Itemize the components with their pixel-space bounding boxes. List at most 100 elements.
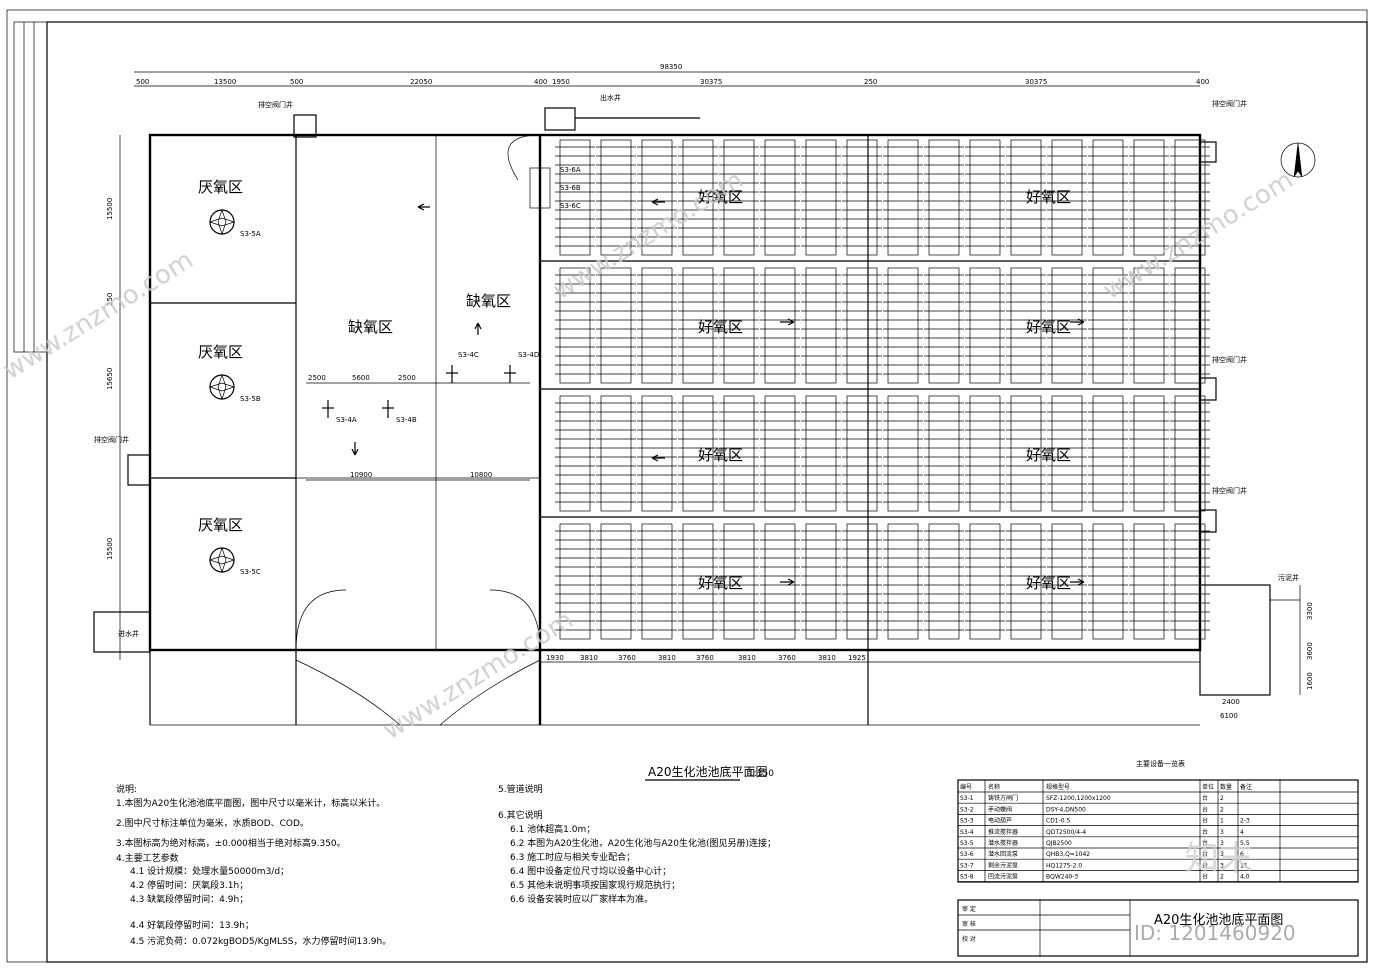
table-cell: CD1-0.5	[1046, 818, 1071, 825]
diffuser-frame	[887, 267, 919, 384]
svg-text:S3-4D: S3-4D	[518, 351, 539, 359]
diffuser-frame	[846, 267, 878, 384]
zone-label-aerobic-3: 好氧区	[698, 318, 743, 336]
svg-text:S3-4A: S3-4A	[336, 416, 357, 424]
diffuser-frame	[1174, 395, 1206, 512]
svg-text:污泥井: 污泥井	[1278, 573, 1299, 582]
diffuser-frame	[1133, 139, 1165, 256]
svg-text:S3-4C: S3-4C	[458, 351, 479, 359]
diffuser-frame	[559, 395, 591, 512]
diffuser-frame	[887, 139, 919, 256]
diffuser-frame	[887, 523, 919, 640]
watermark-brand-logo: 知末	[1185, 839, 1253, 879]
svg-text:排空阀门井: 排空阀门井	[1212, 355, 1247, 364]
svg-text:15650: 15650	[106, 368, 114, 390]
svg-text:4.3 缺氧段停留时间：4.9h；: 4.3 缺氧段停留时间：4.9h；	[130, 893, 248, 905]
svg-text:S3-5C: S3-5C	[240, 568, 261, 576]
diffuser-frame	[1092, 395, 1124, 512]
table-cell: 回流污泥泵	[988, 873, 1018, 881]
watermark-site-3: www.znzmo.com	[1098, 165, 1299, 306]
diffuser-frame	[969, 523, 1001, 640]
diffuser-frame	[559, 523, 591, 640]
svg-text:4.主要工艺参数: 4.主要工艺参数	[116, 852, 179, 864]
notes-heading: 说明:	[116, 783, 137, 795]
svg-text:编号: 编号	[960, 783, 972, 791]
diffuser-frame	[641, 267, 673, 384]
svg-text:备注: 备注	[1240, 783, 1252, 791]
drawing-title-block: A20生化池池底平面图 1:150	[645, 764, 774, 781]
aerobic-bottom-dimensions: 1930 3810 3760 3810 3760 3810 3760 3810 …	[540, 654, 1200, 663]
table-cell: 剩余污泥泵	[988, 861, 1018, 869]
svg-text:3760: 3760	[618, 654, 636, 662]
drain-well-right-mid: 排空阀门井	[1199, 355, 1247, 401]
diffuser-frame	[1010, 395, 1042, 512]
drain-well-right-bottom: 排空阀门井	[1199, 486, 1247, 533]
zone-label-aerobic-1: 好氧区	[698, 188, 743, 206]
svg-text:3810: 3810	[658, 654, 676, 662]
svg-text:500: 500	[290, 78, 303, 86]
diffuser-frame	[764, 523, 796, 640]
svg-text:6.3 施工时应与相关专业配合；: 6.3 施工时应与相关专业配合；	[510, 851, 635, 863]
drain-well-top-left: 排空阀门井	[258, 100, 317, 138]
svg-text:6.其它说明: 6.其它说明	[498, 809, 543, 821]
table-cell: S3-8	[960, 874, 974, 881]
equipment-table-title: 主要设备一览表	[1136, 759, 1185, 768]
title-block: 审 定 审 核 校 对 A20生化池池底平面图	[957, 899, 1359, 957]
table-cell: 台	[1202, 873, 1208, 881]
total-width-dim: 98350	[660, 63, 682, 71]
diffuser-frame	[928, 267, 960, 384]
diffuser-frame	[600, 139, 632, 256]
diffuser-frame	[805, 523, 837, 640]
drawing-scale: 1:150	[748, 769, 774, 779]
svg-text:3600: 3600	[1306, 642, 1314, 660]
flow-arrows	[351, 198, 1085, 586]
diffuser-frame	[887, 395, 919, 512]
table-cell: 3	[1220, 862, 1224, 869]
svg-text:出水井: 出水井	[600, 93, 621, 102]
svg-text:1950: 1950	[552, 78, 570, 86]
svg-text:规格型号: 规格型号	[1046, 783, 1070, 791]
diffuser-frame	[764, 139, 796, 256]
table-cell: 3	[1220, 840, 1224, 847]
zone-label-anaerobic-2: 厌氧区	[198, 343, 243, 361]
table-cell: 2	[1220, 806, 1224, 813]
diffuser-frame	[600, 267, 632, 384]
table-cell: 4,0	[1240, 874, 1250, 881]
drain-well-right-top: 排空阀门井	[1199, 99, 1247, 163]
svg-text:3810: 3810	[738, 654, 756, 662]
svg-text:10900: 10900	[350, 471, 372, 479]
anoxic-dimensions: 2500 5600 2500 10900 10800	[306, 374, 530, 481]
svg-text:4.5 污泥负荷：0.072kgBOD5/KgMLSS，水力: 4.5 污泥负荷：0.072kgBOD5/KgMLSS，水力停留时间13.9h。	[130, 935, 391, 947]
diffuser-frame	[723, 395, 755, 512]
table-cell: QJB2500	[1046, 840, 1072, 847]
diffuser-frame	[969, 395, 1001, 512]
table-cell: S3-3	[960, 818, 974, 825]
svg-text:2500: 2500	[398, 374, 416, 382]
table-cell: 6	[1240, 851, 1244, 858]
svg-text:4.4 好氧段停留时间：13.9h；: 4.4 好氧段停留时间：13.9h；	[130, 919, 254, 931]
svg-text:审 定: 审 定	[962, 905, 976, 913]
svg-text:3760: 3760	[696, 654, 714, 662]
zone-label-aerobic-6: 好氧区	[1026, 446, 1071, 464]
table-cell: 3	[1220, 851, 1224, 858]
svg-text:S3-5B: S3-5B	[240, 395, 261, 403]
svg-text:10800: 10800	[470, 471, 492, 479]
svg-text:审 核: 审 核	[962, 920, 976, 928]
svg-text:13500: 13500	[214, 78, 236, 86]
svg-text:2400: 2400	[1222, 698, 1240, 706]
svg-text:单位: 单位	[1202, 783, 1214, 791]
svg-text:数量: 数量	[1220, 783, 1232, 791]
diffuser-frame	[1092, 523, 1124, 640]
diffuser-frame	[928, 139, 960, 256]
zone-label-anoxic-2: 缺氧区	[466, 292, 511, 310]
propeller-mixers: S3-4A S3-4B S3-4C S3-4D	[322, 351, 539, 424]
mixer-a: S3-5A	[208, 208, 261, 238]
svg-text:3.本图标高为绝对标高，±0.000相当于绝对标高9.350: 3.本图标高为绝对标高，±0.000相当于绝对标高9.350。	[116, 837, 346, 849]
svg-text:6.4 图中设备定位尺寸均以设备中心计；: 6.4 图中设备定位尺寸均以设备中心计；	[510, 865, 671, 877]
diffuser-frame	[600, 523, 632, 640]
diffuser-frame	[846, 523, 878, 640]
diffuser-frame	[764, 395, 796, 512]
table-cell: 铸铁方闸门	[988, 794, 1018, 802]
